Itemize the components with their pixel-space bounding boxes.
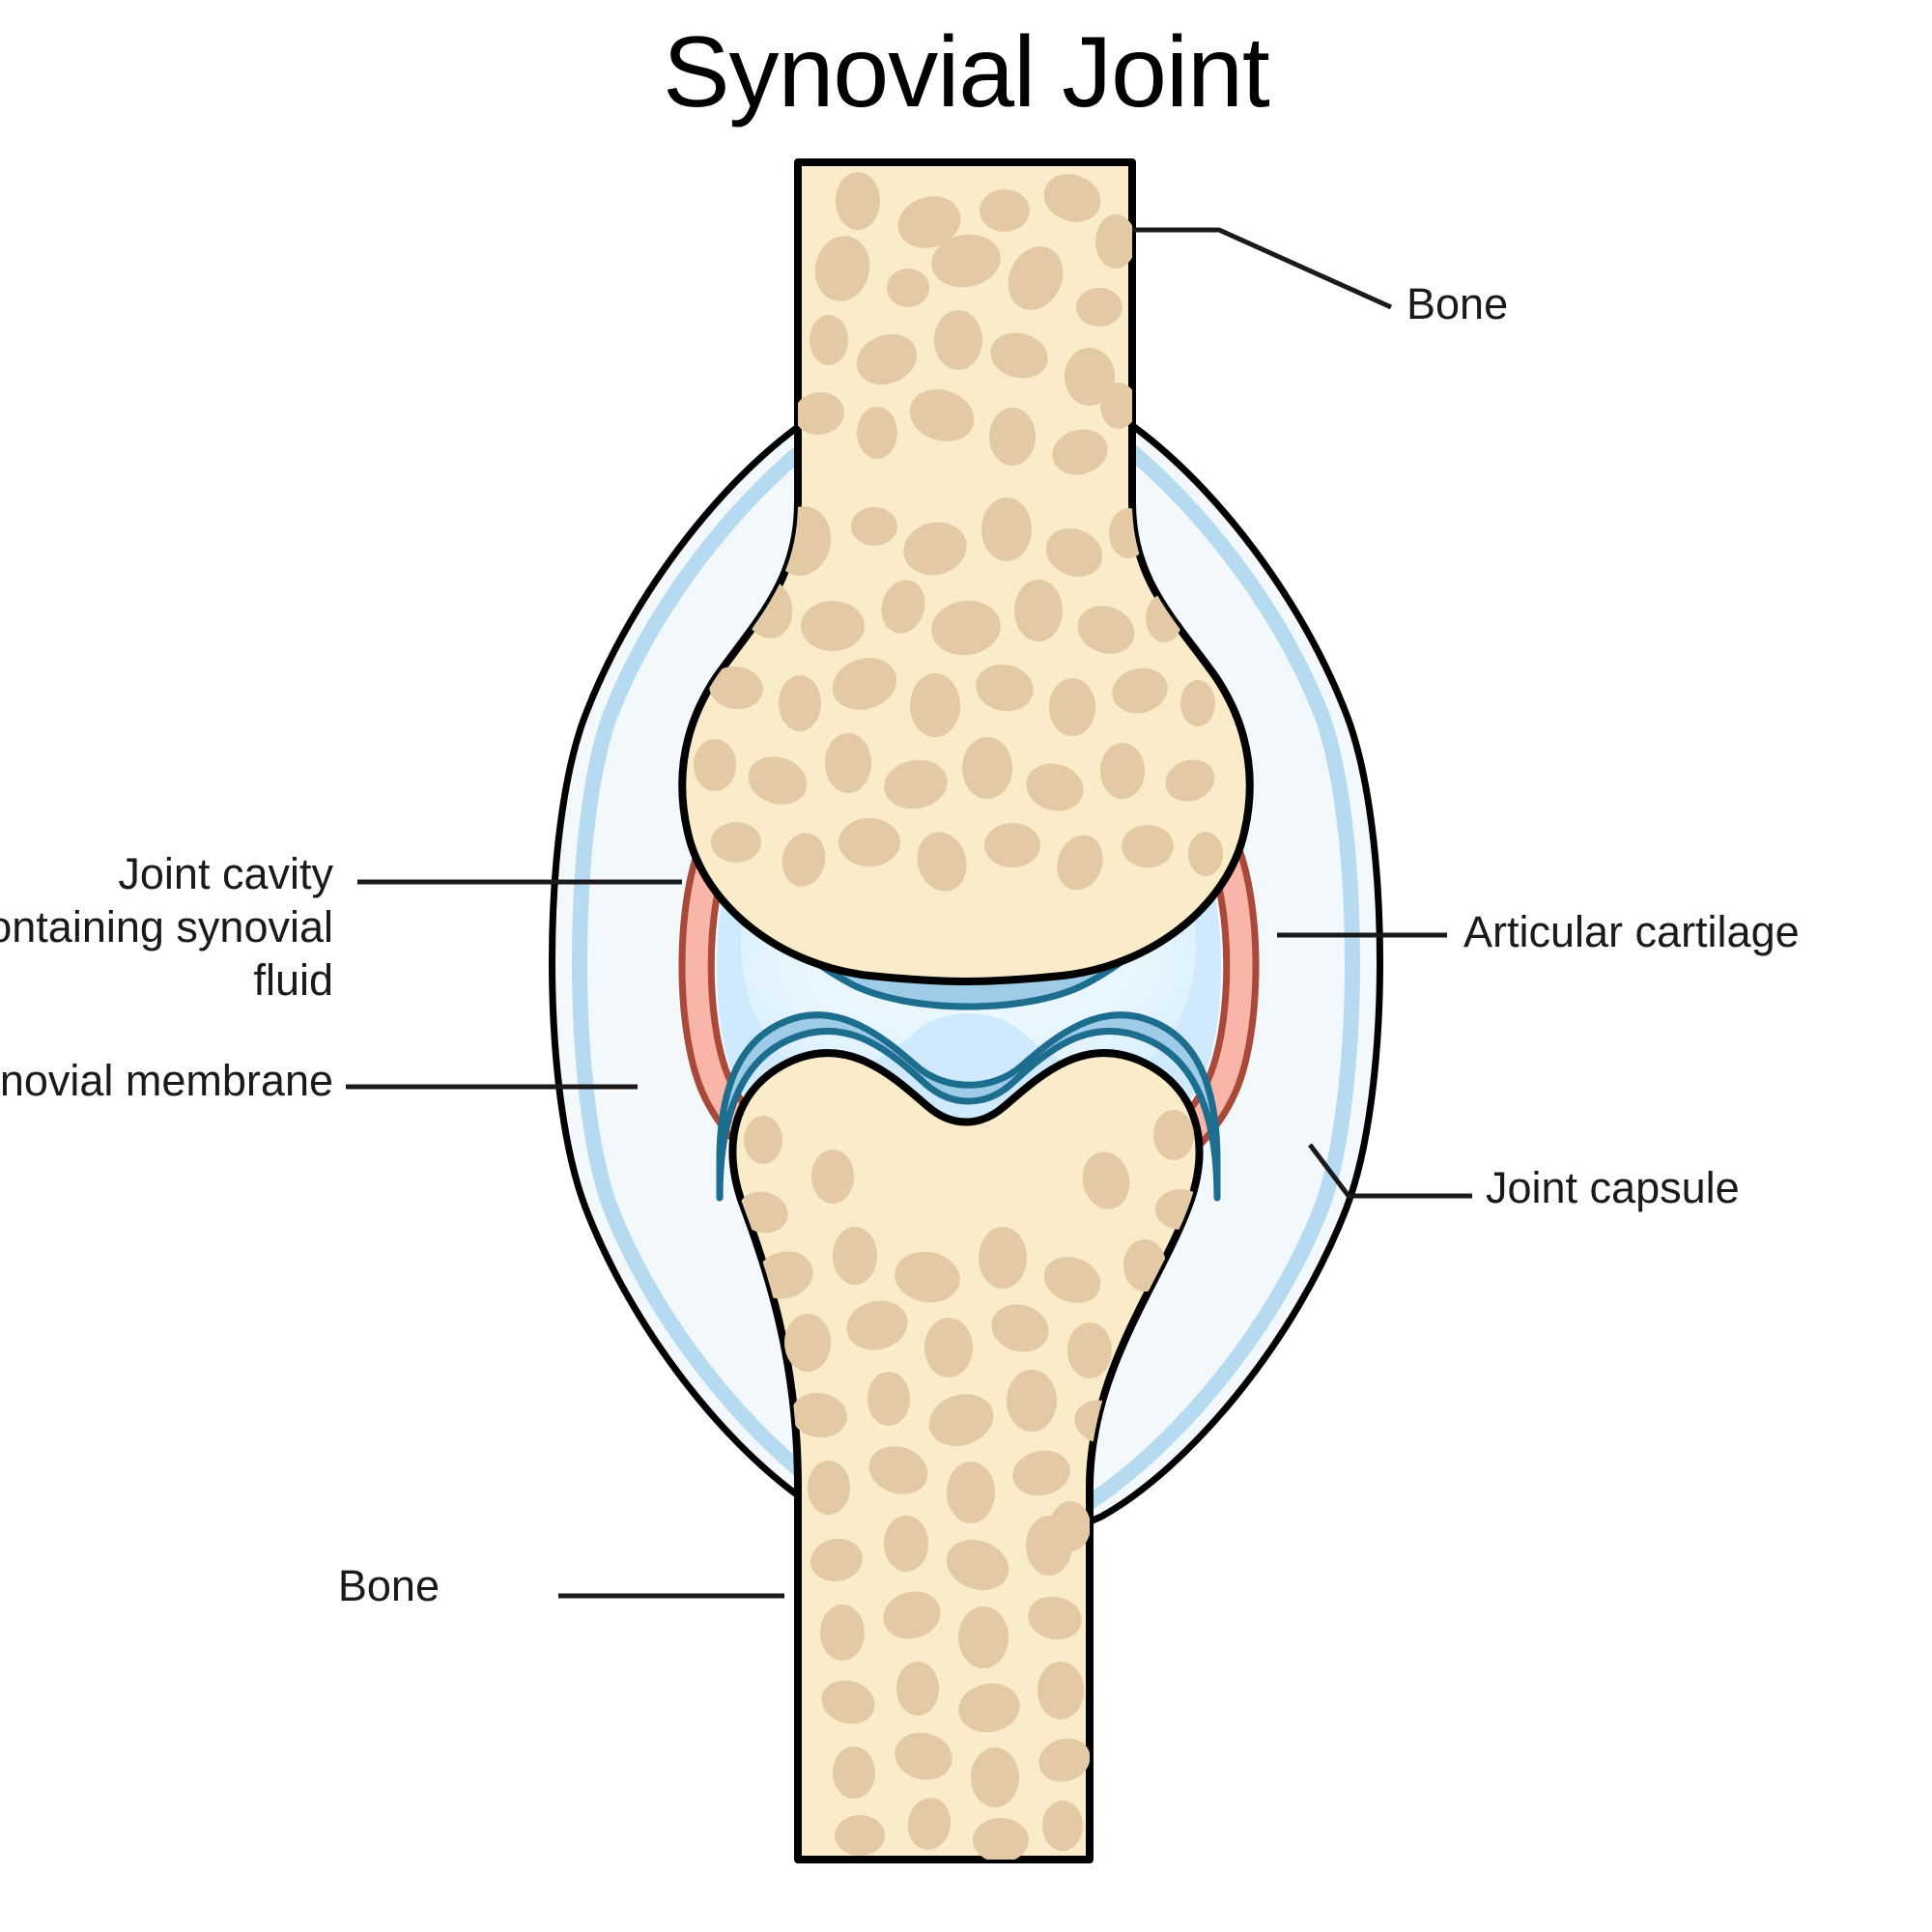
articular-cartilage-lower	[716, 1011, 1221, 1202]
capsule-inner-stripe-right	[1074, 408, 1360, 1515]
bone-upper-trabeculae	[682, 172, 1223, 892]
leader-line-bone-top	[1132, 227, 1393, 310]
label-joint-capsule: Joint capsule	[1486, 1163, 1740, 1212]
leader-line-joint-capsule	[1308, 1143, 1472, 1199]
label-bone-bottom: Bone	[337, 1561, 440, 1610]
capsule-inner-stripe-left	[572, 408, 858, 1515]
articular-cartilage-lower-group	[716, 1011, 1221, 1202]
bone-lower-trabeculae	[738, 1110, 1200, 1860]
page-title: Synovial Joint	[663, 16, 1270, 128]
leader-lines	[346, 227, 1472, 1599]
bone-lower-group	[728, 1048, 1204, 1863]
label-articular-cartilage: Articular cartilage	[1463, 907, 1800, 956]
label-synovial-membrane: Synovial membrane	[0, 1056, 333, 1105]
bone-upper-group	[678, 158, 1254, 985]
label-joint-cavity: Joint cavity containing synovial fluid	[0, 849, 333, 1005]
label-bone-top: Bone	[1406, 279, 1509, 328]
